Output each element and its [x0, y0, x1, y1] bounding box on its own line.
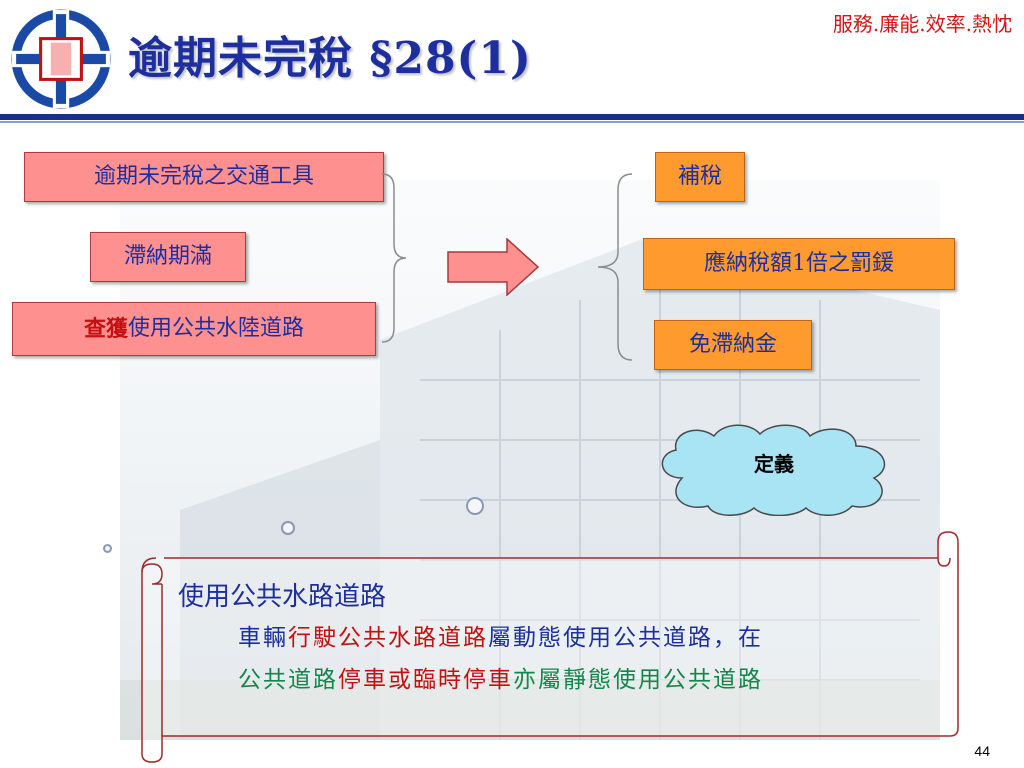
definition-text: 屬動態使用公共道路，在	[488, 625, 763, 651]
consequence-box-fine: 應納稅額1倍之罰鍰	[643, 238, 955, 290]
condition-label: 使用公共水陸道路	[128, 316, 305, 341]
header-bar	[0, 114, 1024, 120]
definition-cloud-label: 定義	[754, 452, 794, 476]
page-title: 逾期未完稅 §28(1)	[128, 33, 532, 84]
right-brace	[597, 173, 633, 361]
condition-label: 滯納期滿	[123, 244, 212, 269]
definition-line-1: 車輛行駛公共水路道路屬動態使用公共道路，在	[238, 618, 763, 652]
decorative-bubble	[466, 497, 484, 515]
definition-text: 車輛	[238, 625, 288, 651]
definition-cloud-shape	[661, 424, 886, 516]
condition-label: 逾期未完稅之交通工具	[93, 164, 314, 189]
consequence-label: 應納稅額1倍之罰鍰	[704, 251, 894, 276]
condition-box-overdue: 滯納期滿	[90, 232, 246, 282]
header-bar-accent	[0, 121, 1024, 123]
consequence-label: 補稅	[677, 164, 722, 189]
definition-text: 公共道路	[238, 667, 338, 693]
definition-line-2: 公共道路停車或臨時停車亦屬靜態使用公共道路	[238, 660, 763, 694]
definition-emphasis: 行駛公共水路道路	[288, 625, 488, 651]
tax-bureau-logo-icon	[11, 9, 111, 109]
consequence-box-no-late-fee: 免滯納金	[654, 320, 812, 370]
condition-highlight: 查獲	[83, 316, 128, 342]
consequence-box-back-tax: 補稅	[655, 152, 745, 202]
page-number: 44	[974, 743, 990, 759]
definition-emphasis: 停車或臨時停車	[338, 667, 513, 693]
definition-text: 亦屬靜態使用公共道路	[513, 667, 763, 693]
decorative-bubble	[281, 521, 295, 535]
right-arrow-icon	[447, 238, 539, 296]
decorative-bubble	[103, 544, 112, 553]
definition-scroll-shape	[141, 531, 959, 763]
consequence-label: 免滯納金	[688, 332, 777, 357]
condition-box-public-road: 查獲使用公共水陸道路	[12, 302, 376, 356]
left-brace	[381, 173, 407, 343]
definition-heading: 使用公共水路道路	[178, 582, 387, 612]
slogan: 服務.廉能.效率.熱忱	[832, 12, 1012, 36]
condition-box-vehicle: 逾期未完稅之交通工具	[24, 152, 384, 202]
